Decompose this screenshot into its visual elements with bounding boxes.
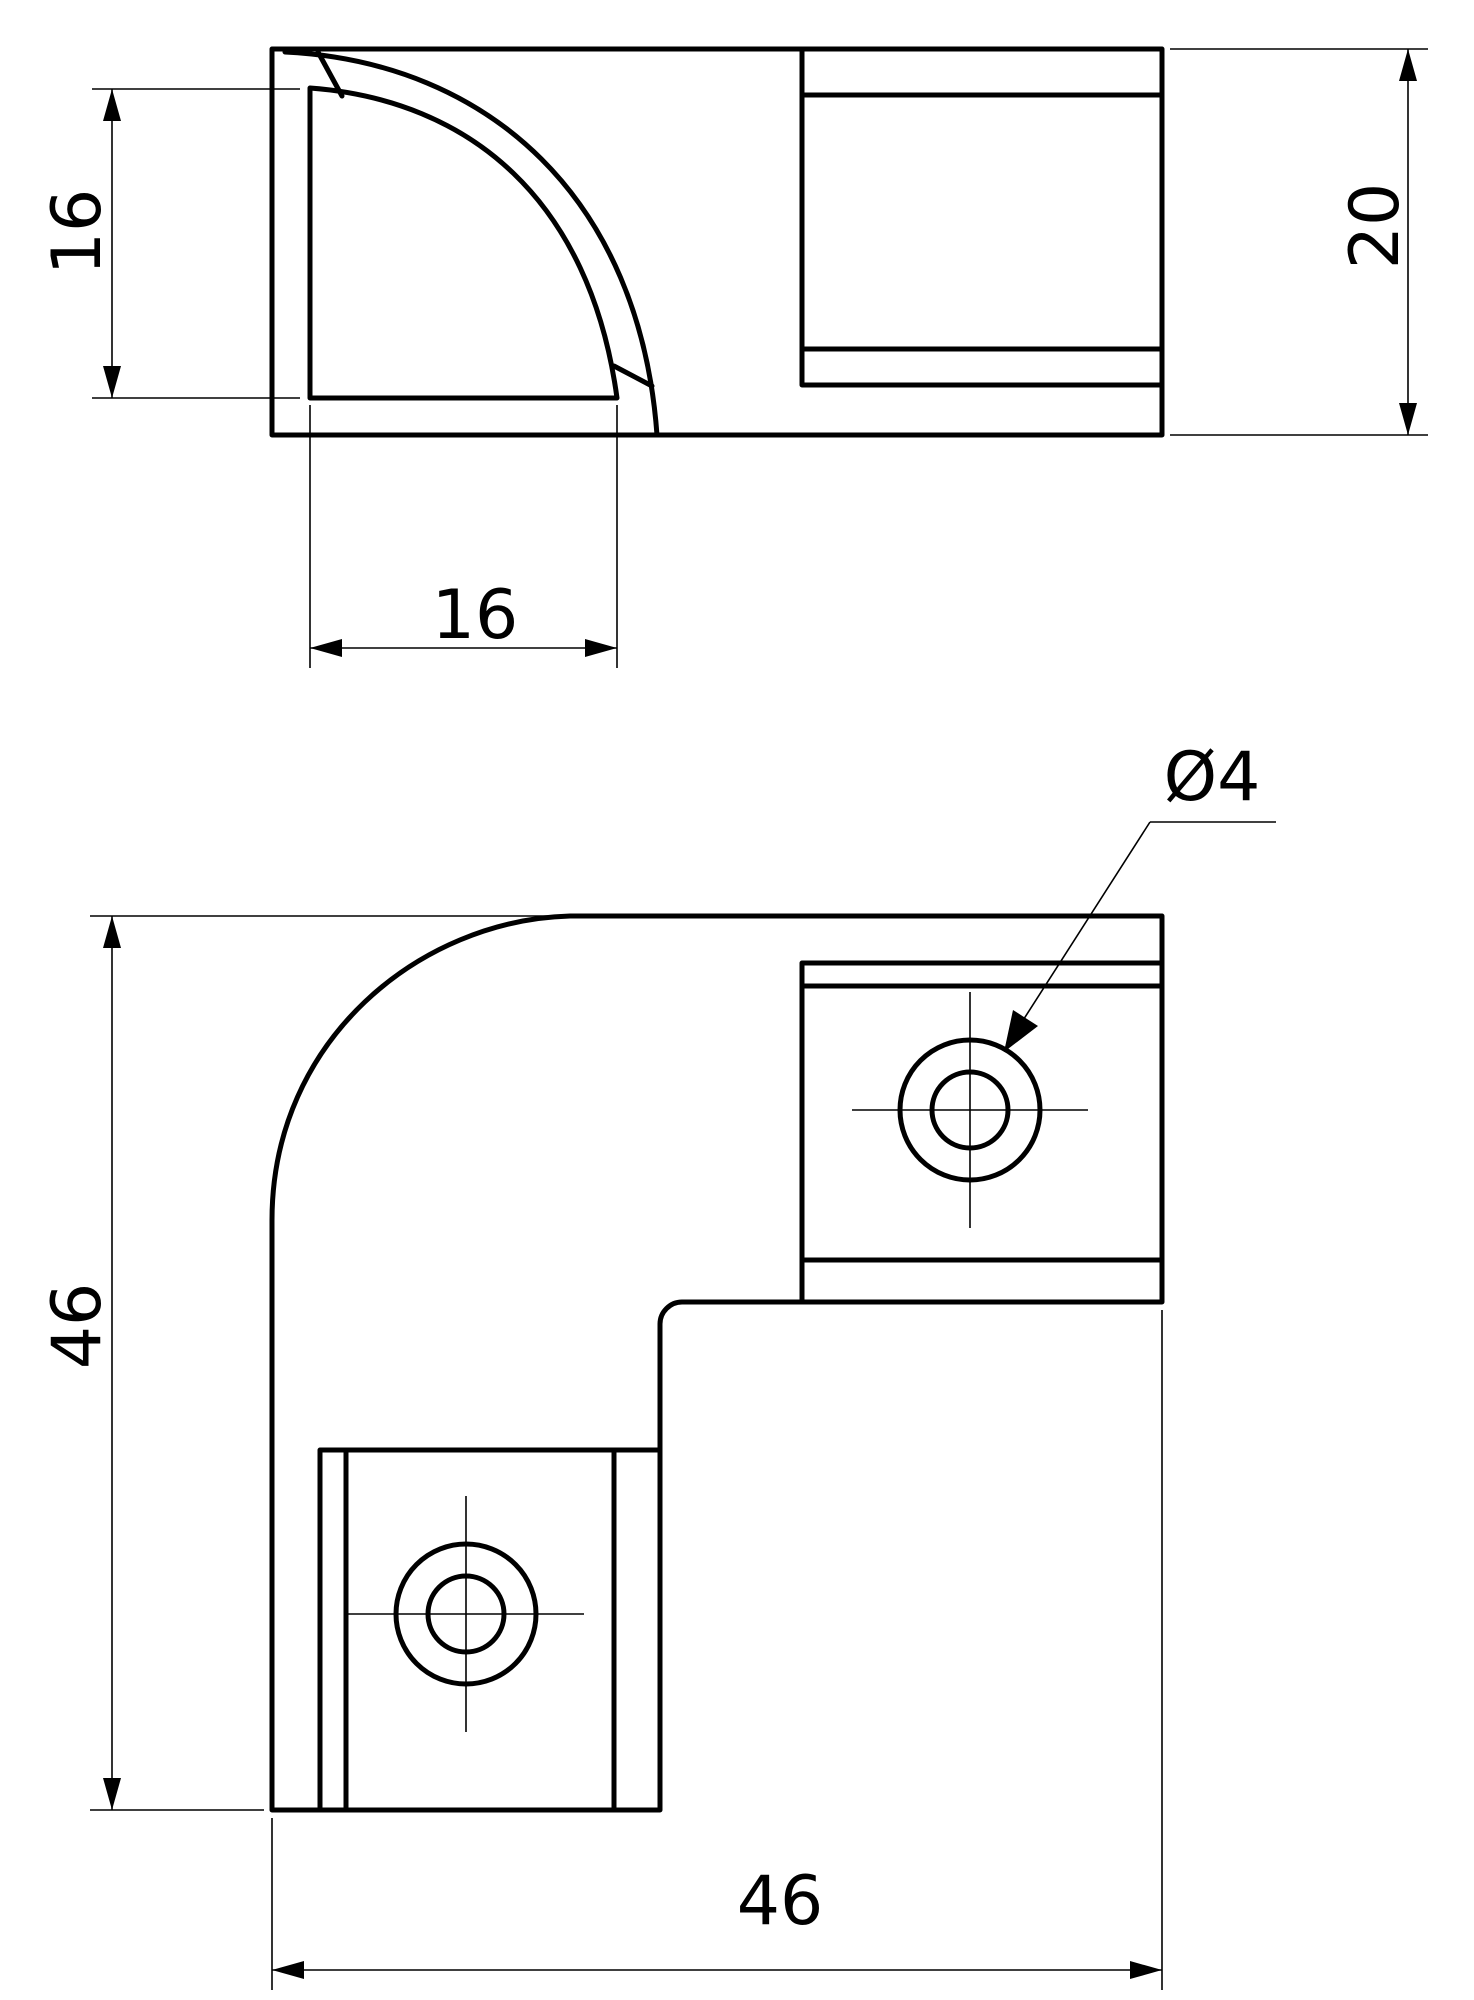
dim-top-height: 16 (38, 88, 300, 399)
socket-block-lower (317, 1447, 663, 1813)
hole-lower (348, 1496, 584, 1732)
dim-label-top-height: 16 (38, 189, 117, 276)
dim-label-hole-diameter: Ø4 (1164, 738, 1261, 817)
chamfer-tick-bottom (611, 363, 655, 389)
dim-overall-width: 46 (271, 1310, 1163, 1990)
pocket-profile (307, 85, 620, 401)
arrow-head (310, 639, 342, 657)
arrow-head (103, 916, 121, 948)
front-view (269, 913, 1165, 1813)
dim-label-total-thickness: 20 (1336, 183, 1415, 270)
dim-label-overall-width: 46 (737, 1862, 824, 1941)
arrow-head (103, 89, 121, 121)
arrow-head (1399, 403, 1417, 435)
top-view (269, 46, 1165, 438)
arrow-head (272, 1961, 304, 1979)
dim-total-thickness: 20 (1170, 48, 1428, 436)
top-view-outline (269, 46, 1165, 438)
arrow-head (585, 639, 617, 657)
elbow-outline (269, 913, 1165, 1813)
arrow-head (1399, 49, 1417, 81)
arrow-head (1004, 1010, 1038, 1052)
dim-hole-diameter: Ø4 (1003, 738, 1276, 1052)
dim-top-width: 16 (309, 405, 618, 668)
arrow-head (1130, 1961, 1162, 1979)
arrow-head (103, 366, 121, 398)
outer-wall-arc (282, 49, 660, 438)
arrow-head (103, 1778, 121, 1810)
hole-upper (852, 992, 1088, 1228)
chamfer-tick-top (315, 49, 345, 99)
socket-block-upper (799, 960, 1165, 1305)
socket-block-top (799, 46, 1165, 388)
dim-overall-height: 46 (38, 915, 560, 1811)
dim-label-top-width: 16 (432, 576, 519, 655)
dim-label-overall-height: 46 (38, 1283, 117, 1370)
